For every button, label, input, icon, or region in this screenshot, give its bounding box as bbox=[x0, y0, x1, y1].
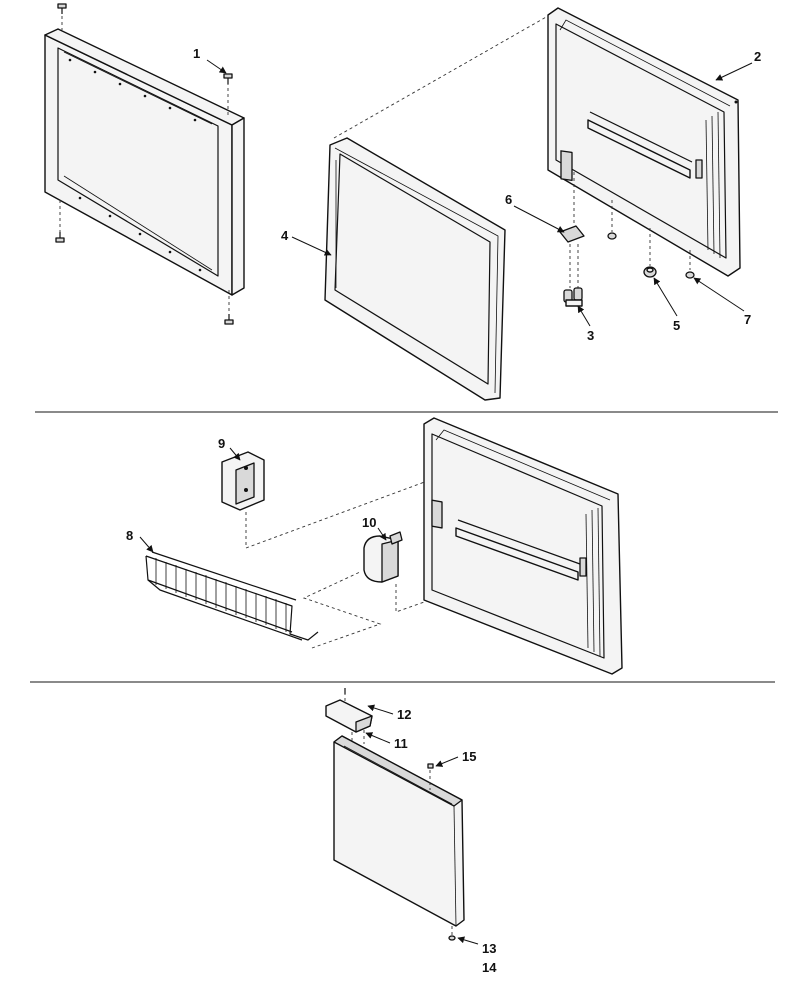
leader-6 bbox=[513, 205, 565, 233]
callout-5: 5 bbox=[673, 318, 680, 333]
drawer-front bbox=[333, 735, 465, 927]
callout-10: 10 bbox=[362, 515, 376, 530]
callout-8: 8 bbox=[126, 528, 133, 543]
leader-8 bbox=[139, 536, 154, 553]
callout-12: 12 bbox=[397, 707, 411, 722]
leader-1 bbox=[206, 59, 227, 74]
handle-spacer bbox=[351, 730, 365, 744]
leader-9 bbox=[229, 447, 241, 461]
alignment-line-gasket bbox=[333, 11, 556, 139]
screw-top-right bbox=[223, 73, 233, 118]
callout-2: 2 bbox=[754, 49, 761, 64]
hinge-bracket bbox=[559, 172, 585, 243]
screw-bottom-left bbox=[55, 200, 65, 243]
callout-14: 14 bbox=[482, 960, 497, 975]
door-frame bbox=[44, 28, 245, 296]
hinge-pin bbox=[563, 244, 583, 307]
leader-2 bbox=[715, 62, 753, 81]
leader-5 bbox=[653, 277, 678, 317]
freezer-door-liner bbox=[423, 417, 623, 675]
callout-7: 7 bbox=[744, 312, 751, 327]
leader-11 bbox=[365, 732, 391, 744]
callout-9: 9 bbox=[218, 436, 225, 451]
leader-10 bbox=[377, 527, 387, 541]
callout-15: 15 bbox=[462, 749, 476, 764]
callout-1: 1 bbox=[193, 46, 200, 61]
callout-6: 6 bbox=[505, 192, 512, 207]
leader-12 bbox=[367, 704, 394, 715]
screw-top-left bbox=[57, 3, 67, 30]
basket-bracket-right bbox=[363, 531, 403, 583]
door-gasket bbox=[324, 137, 506, 401]
leader-3 bbox=[577, 305, 591, 327]
washer-upper bbox=[607, 200, 617, 240]
callout-13: 13 bbox=[482, 941, 496, 956]
screw-bottom-right bbox=[224, 290, 234, 325]
callout-4: 4 bbox=[281, 228, 289, 243]
leader-7 bbox=[693, 277, 745, 312]
screw-bottom bbox=[448, 926, 456, 941]
wire-basket bbox=[145, 551, 319, 641]
leader-15 bbox=[435, 756, 459, 767]
handle-cap bbox=[325, 688, 373, 733]
callout-3: 3 bbox=[587, 328, 594, 343]
alignment-line-bracket-left bbox=[245, 479, 431, 549]
door-cam bbox=[643, 228, 657, 278]
callout-11: 11 bbox=[394, 736, 408, 751]
alignment-line-basket bbox=[302, 571, 382, 649]
screw-side bbox=[427, 763, 434, 790]
leader-4 bbox=[291, 236, 332, 256]
basket-bracket-left bbox=[221, 451, 265, 511]
leader-13 bbox=[457, 936, 479, 945]
washer-lower bbox=[685, 250, 695, 279]
inner-door-panel bbox=[547, 7, 741, 277]
